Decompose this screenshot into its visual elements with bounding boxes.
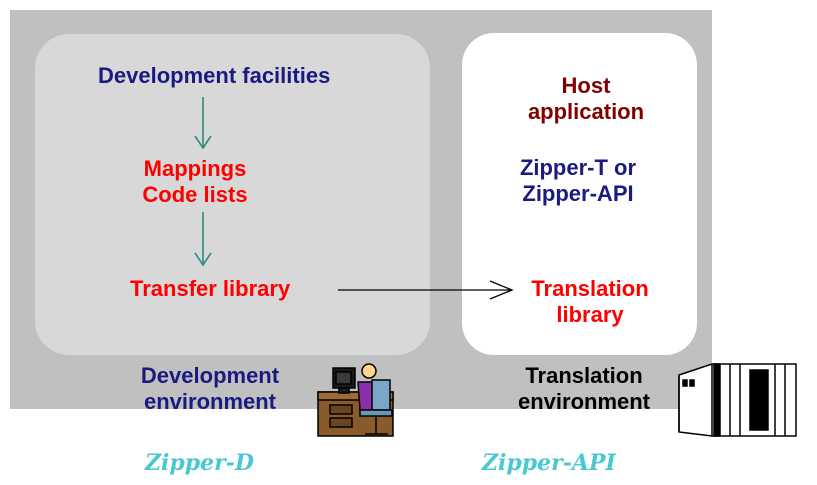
- mappings-code-lists-label: Mappings Code lists: [130, 156, 260, 208]
- arrow-transfer-to-translation: [338, 280, 514, 300]
- application-label: application: [527, 99, 645, 124]
- mappings-label: Mappings: [143, 156, 247, 181]
- zipper-d-caption: Zipper-D: [145, 450, 254, 476]
- translation-library-label: Translation library: [515, 276, 665, 328]
- zipper-runtime-label: Zipper-T or Zipper-API: [512, 155, 644, 207]
- development-environment-box: [35, 34, 430, 355]
- zipper-t-label: Zipper-T or: [519, 155, 637, 180]
- host-label: Host: [561, 73, 611, 98]
- environment-word: environment: [143, 389, 277, 414]
- zipper-api-runtime-label: Zipper-API: [522, 181, 634, 206]
- code-lists-label: Code lists: [142, 182, 248, 207]
- development-environment-label: Development environment: [115, 363, 305, 415]
- translation-env-word: Translation: [525, 363, 643, 388]
- library-word: library: [556, 302, 624, 327]
- development-word: Development: [140, 363, 280, 388]
- transfer-library-label: Transfer library: [130, 276, 291, 301]
- translation-word: Translation: [531, 276, 649, 301]
- translation-environment-box: [462, 33, 697, 355]
- translation-environment-label: Translation environment: [494, 363, 674, 415]
- environment-env-word: environment: [517, 389, 651, 414]
- zipper-api-caption: Zipper-API: [482, 450, 616, 476]
- host-application-label: Host application: [514, 73, 658, 125]
- development-facilities-label: Development facilities: [98, 63, 331, 88]
- arrow-mappings-to-transfer: [194, 212, 212, 267]
- arrow-facilities-to-mappings: [194, 97, 212, 150]
